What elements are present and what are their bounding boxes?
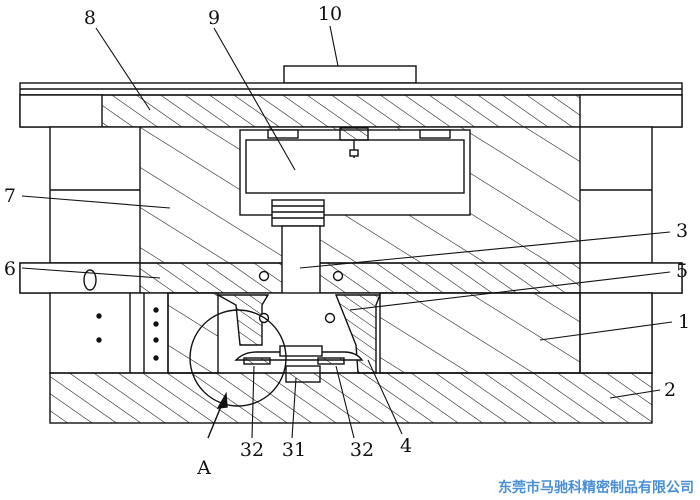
label-5: 5 xyxy=(676,260,688,282)
nozzle-neck xyxy=(271,199,325,227)
label-a: A xyxy=(196,457,211,479)
label-8: 8 xyxy=(84,7,96,29)
label-1: 1 xyxy=(678,311,690,333)
label-6: 6 xyxy=(4,258,16,280)
core-plate xyxy=(379,292,581,374)
detail-a-arrow xyxy=(207,391,228,439)
label-9: 9 xyxy=(208,7,220,29)
label-7: 7 xyxy=(4,185,16,207)
detail-a-circle xyxy=(189,309,287,407)
company-watermark: 东莞市马驰科精密制品有限公司 xyxy=(498,479,694,496)
label-10: 10 xyxy=(318,3,342,25)
bottom-clamping-plate xyxy=(49,372,653,424)
label-4: 4 xyxy=(400,435,412,457)
label-2: 2 xyxy=(664,379,676,401)
cavity-insert-left xyxy=(215,294,270,346)
label-31: 31 xyxy=(282,439,306,461)
top-clamping-plate xyxy=(19,94,683,128)
label-3: 3 xyxy=(676,220,688,242)
label-32-left: 32 xyxy=(240,439,264,461)
sprue-bushing xyxy=(283,65,417,84)
label-32-right: 32 xyxy=(350,439,374,461)
leader-lines xyxy=(21,25,673,439)
